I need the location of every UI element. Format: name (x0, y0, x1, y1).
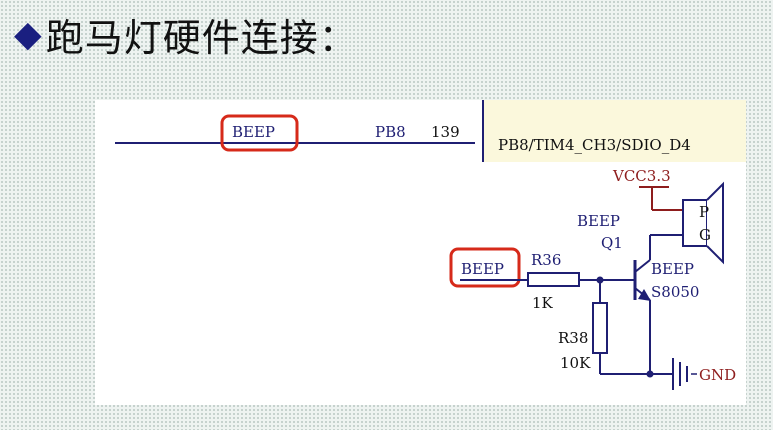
pin-number: 139 (431, 123, 460, 141)
transistor-net-label: BEEP (577, 212, 620, 230)
r36-ref: R36 (531, 251, 561, 269)
emitter-arrow-icon (638, 289, 651, 301)
resistor-r38 (592, 302, 608, 354)
transistor-ref: Q1 (601, 234, 623, 252)
pin-name: PB8 (375, 123, 406, 141)
resistor-r36 (527, 272, 580, 287)
net-label-beep-input: BEEP (461, 260, 504, 278)
gnd-label: GND (699, 366, 736, 384)
transistor-part: S8050 (651, 283, 699, 301)
slide-title: ◆ 跑马灯硬件连接： (14, 4, 358, 64)
collector-lead (634, 259, 651, 273)
vcc-label: VCC3.3 (612, 167, 671, 185)
title-text: 跑马灯硬件连接： (45, 15, 358, 60)
transistor-label: BEEP (651, 260, 694, 278)
schematic-canvas: BEEP PB8 139 PB8/TIM4_CH3/SDIO_D4 VCC3.3… (115, 100, 746, 390)
buzzer-pin-p: P (699, 203, 709, 221)
r36-value: 1K (532, 294, 554, 312)
buzzer-pin-g: G (699, 226, 711, 244)
buzzer-speaker-icon (706, 181, 724, 265)
junction-gnd (646, 370, 654, 378)
r38-ref: R38 (558, 329, 588, 347)
beep-schematic: BEEP PB8 139 PB8/TIM4_CH3/SDIO_D4 VCC3.3… (95, 100, 746, 405)
net-label-highlight-input (449, 247, 521, 288)
mcu-body (483, 100, 746, 162)
net-label-beep-top: BEEP (232, 123, 275, 141)
net-label-highlight-top (220, 114, 299, 152)
r38-value: 10K (560, 354, 591, 372)
diamond-bullet-icon: ◆ (14, 13, 42, 55)
mcu-pin-function: PB8/TIM4_CH3/SDIO_D4 (498, 136, 691, 154)
